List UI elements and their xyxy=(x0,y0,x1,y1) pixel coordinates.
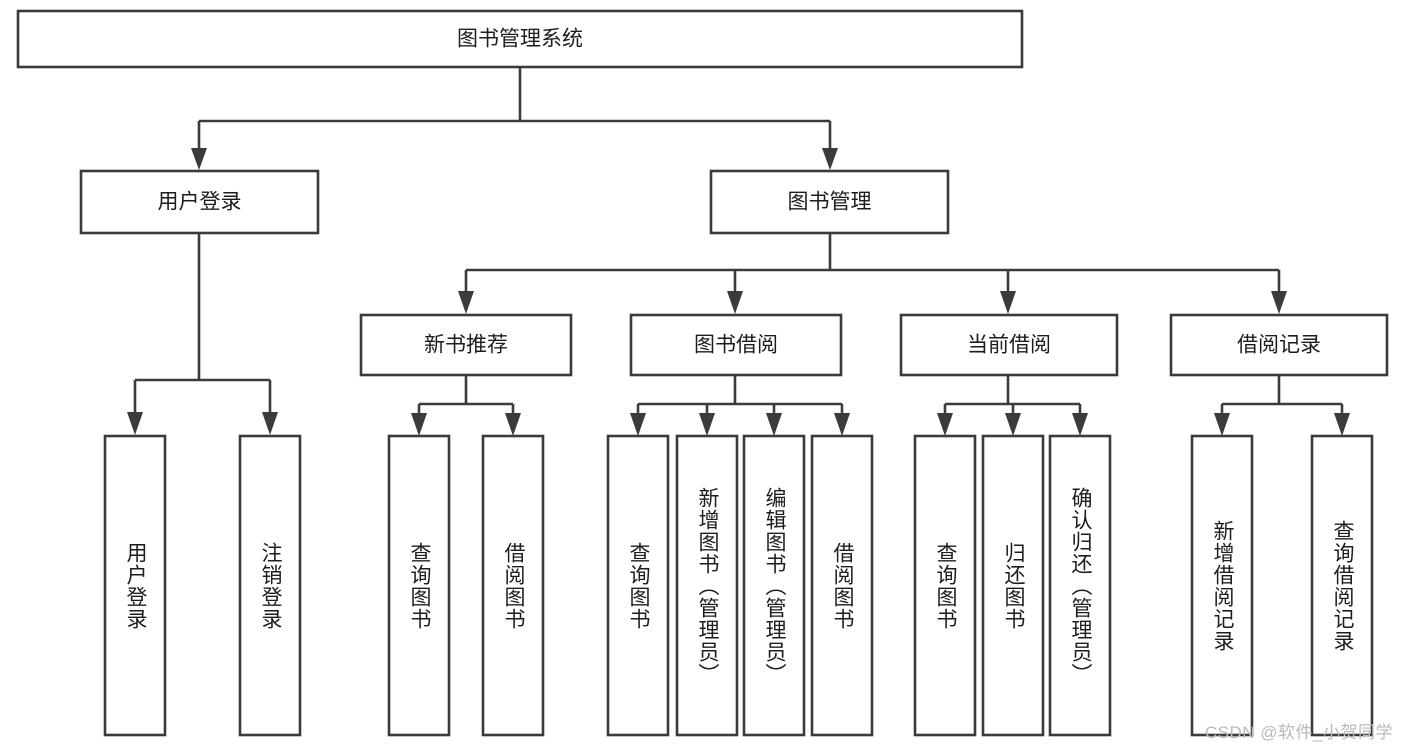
node-box-leaf-borrow-book-2[interactable] xyxy=(810,434,874,737)
node-box-book-borrow[interactable] xyxy=(629,313,843,377)
node-box-leaf-add-record[interactable] xyxy=(1190,434,1254,737)
arrow-bb-leaf-2 xyxy=(699,413,715,436)
node-box-current-borrow[interactable] xyxy=(899,313,1119,377)
node-box-leaf-return-book[interactable] xyxy=(981,434,1045,737)
node-label-new-book-recommend: 新书推荐 xyxy=(424,334,508,357)
node-box-leaf-query-book-3[interactable] xyxy=(913,434,977,737)
node-box-leaf-edit-book[interactable] xyxy=(742,434,806,737)
node-box-leaf-borrow-book-1[interactable] xyxy=(481,434,545,737)
connector-group-book-borrow xyxy=(630,375,850,436)
node-label-book-borrow: 图书借阅 xyxy=(694,334,778,357)
node-label-book-manage: 图书管理 xyxy=(788,191,872,214)
node-box-leaf-query-record[interactable] xyxy=(1310,434,1374,737)
node-box-leaf-query-book-2[interactable] xyxy=(606,434,670,737)
arrow-br-leaf-1 xyxy=(1214,413,1230,436)
connector-group-new-book-recommend xyxy=(411,375,521,436)
arrow-bm-to-borrow-record xyxy=(1271,291,1287,314)
arrow-bm-to-new-book-recommend xyxy=(458,291,474,314)
arrow-bb-leaf-3 xyxy=(766,413,782,436)
node-box-borrow-record[interactable] xyxy=(1169,313,1389,377)
node-label-borrow-record: 借阅记录 xyxy=(1237,334,1321,357)
node-box-book-manage[interactable] xyxy=(709,169,950,235)
connector-group-book-manage xyxy=(458,233,1287,314)
arrow-nbr-leaf-2 xyxy=(505,413,521,436)
arrow-user-login-leaf-1 xyxy=(127,412,143,435)
node-label-current-borrow: 当前借阅 xyxy=(967,334,1051,357)
node-box-leaf-query-book-1[interactable] xyxy=(387,434,451,737)
arrow-cb-leaf-1 xyxy=(937,413,953,436)
arrow-cb-leaf-2 xyxy=(1005,413,1021,436)
node-box-leaf-logout-login[interactable] xyxy=(238,434,302,737)
node-label-user-login: 用户登录 xyxy=(158,191,242,214)
connector-group-user-login xyxy=(127,233,278,435)
arrow-root-to-user-login xyxy=(191,148,207,170)
arrow-bm-to-current-borrow xyxy=(1000,291,1016,314)
node-box-leaf-user-login[interactable] xyxy=(103,434,167,737)
arrow-nbr-leaf-1 xyxy=(411,413,427,436)
connector-group-current-borrow xyxy=(937,375,1088,436)
arrow-user-login-leaf-2 xyxy=(262,412,278,435)
arrow-bb-leaf-1 xyxy=(630,413,646,436)
arrow-root-to-book-manage xyxy=(822,148,838,170)
node-box-leaf-confirm-return[interactable] xyxy=(1048,434,1112,737)
node-box-new-book-recommend[interactable] xyxy=(359,313,573,377)
node-box-root[interactable] xyxy=(16,9,1024,69)
arrow-bb-leaf-4 xyxy=(834,413,850,436)
connector-group-borrow-record xyxy=(1214,375,1350,436)
arrow-cb-leaf-3 xyxy=(1072,413,1088,436)
node-box-user-login[interactable] xyxy=(79,169,320,235)
csdn-watermark: CSDN @软件_小贺同学 xyxy=(1204,723,1393,742)
arrow-bm-to-book-borrow xyxy=(727,291,743,314)
arrow-br-leaf-2 xyxy=(1334,413,1350,436)
node-label-root: 图书管理系统 xyxy=(457,28,583,51)
connector-group-root xyxy=(191,67,838,170)
node-box-leaf-add-book[interactable] xyxy=(675,434,739,737)
